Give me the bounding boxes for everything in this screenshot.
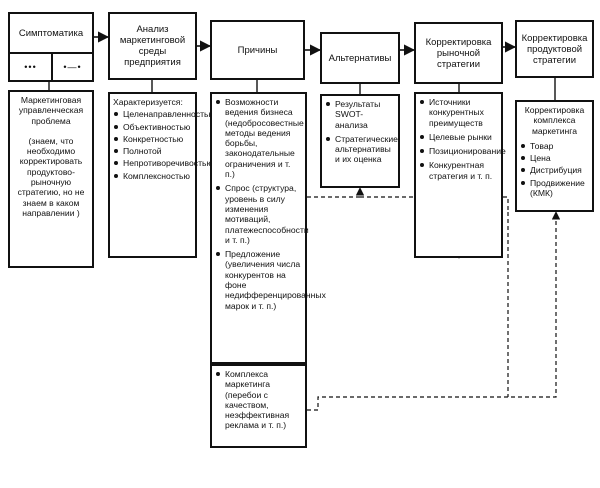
causes-header: Причины [210,20,305,80]
list-item: Объективностью [113,122,192,132]
symptoms-cell-left: ••• [10,54,53,80]
market-strategy-details: Источники конкурентных преимуществ Целев… [414,92,506,258]
symptoms-details: Маркетинговая управленческая проблема (з… [8,90,94,268]
list-item: Источники конкурентных преимуществ [419,97,498,128]
list-item: Цена [520,153,589,163]
list-item: Позиционирование [419,146,506,156]
environment-intro: Характеризуется: [113,97,183,107]
list-item: Непротиворечивостью [113,158,213,168]
environment-details: Характеризуется: Целенаправленностью Объ… [108,92,215,258]
product-strategy-intro: Корректировка комплекса маркетинга [524,105,585,136]
alternatives-header: Альтернативы [320,32,400,84]
list-item: Конкретностью [113,134,192,144]
product-strategy-header: Корректировка продуктовой стратегии [515,20,594,78]
market-strategy-list: Источники конкурентных преимуществ Целев… [419,97,506,181]
list-item: Целевые рынки [419,132,498,142]
symptoms-title: Симптоматика [10,14,92,54]
dashed-path-mix [307,211,561,411]
list-item: Комплексностью [113,171,192,181]
symptoms-explanation-text: (знаем, что необходимо корректировать пр… [17,135,85,218]
list-item: Целенаправленностью [113,109,215,119]
environment-header: Анализ маркетинговой среды предприятия [108,12,197,80]
list-item: Результаты SWOT-анализа [325,99,395,130]
causes-list: Возможности ведения бизнеса (недобросове… [215,97,326,311]
alternatives-details: Результаты SWOT-анализа Стратегические а… [320,94,400,188]
list-item: Спрос (структура, уровень в силу изменен… [215,183,309,245]
causes-details: Возможности ведения бизнеса (недобросове… [210,92,326,364]
list-item: Дистрибуция [520,165,589,175]
symptoms-header: Симптоматика ••• •—• [8,12,94,82]
market-strategy-header: Корректировка рыночной стратегии [414,22,503,84]
symptoms-problem-text: Маркетинговая управленческая проблема [18,95,84,126]
dashed-path-alternatives [307,187,365,198]
symptoms-cell-right: •—• [63,62,82,72]
alternatives-list: Результаты SWOT-анализа Стратегические а… [325,99,398,165]
environment-list: Целенаправленностью Объективностью Конкр… [113,109,215,181]
list-item: Конкурентная стратегия и т. п. [419,160,498,181]
list-item: Стратегические альтернативы и их оценка [325,134,398,165]
list-item: Предложение (увеличения числа конкуренто… [215,249,326,311]
list-item: Возможности ведения бизнеса (недобросове… [215,97,304,179]
causes-mix-box: Комплекса маркетинга (перебои с качество… [210,364,307,448]
list-item: Продвижение (КМК) [520,178,589,199]
product-strategy-list: Товар Цена Дистрибуция Продвижение (КМК) [520,141,589,198]
causes-mix-list: Комплекса маркетинга (перебои с качество… [215,369,302,431]
list-item: Комплекса маркетинга (перебои с качество… [215,369,302,431]
product-strategy-details: Корректировка комплекса маркетинга Товар… [515,100,594,212]
list-item: Товар [520,141,589,151]
list-item: Полнотой [113,146,192,156]
